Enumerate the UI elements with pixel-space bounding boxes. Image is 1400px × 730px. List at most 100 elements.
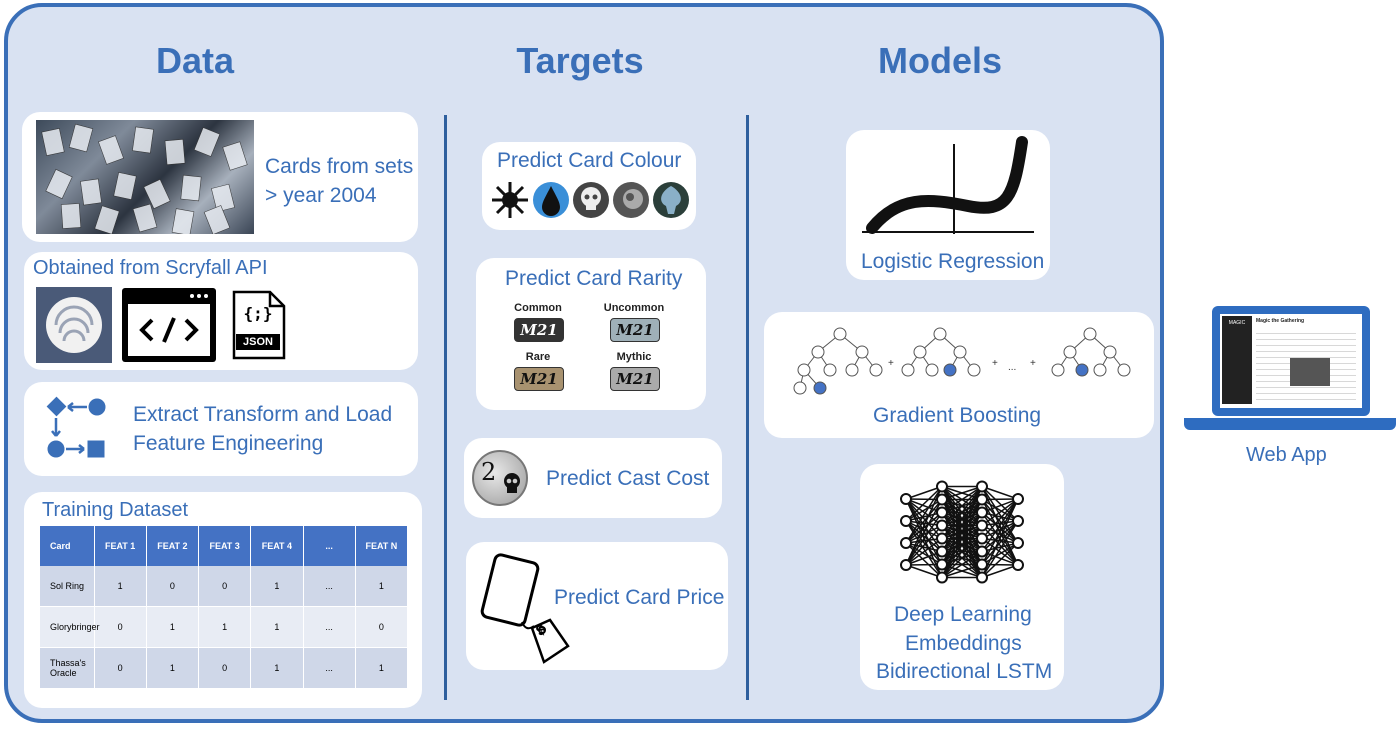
nn-edge xyxy=(905,499,943,544)
scryfall-logo xyxy=(36,287,112,363)
deep-learning-label-line2: Embeddings xyxy=(905,632,1022,655)
web-app-label: Web App xyxy=(1246,444,1327,466)
scryfall-label: Obtained from Scryfall API xyxy=(33,257,268,279)
training-dataset-title: Training Dataset xyxy=(42,499,188,521)
nn-edge xyxy=(981,511,1019,522)
table-header-cell: FEAT N xyxy=(355,526,409,566)
table-cell: 0 xyxy=(355,606,409,648)
nn-edge xyxy=(905,511,943,522)
nn-node xyxy=(976,519,988,532)
rarity-uncommon-label: Uncommon xyxy=(603,302,665,314)
table-cell: 0 xyxy=(146,566,200,607)
nn-edge xyxy=(941,550,983,579)
nn-edge xyxy=(981,498,1019,565)
table-cell: 0 xyxy=(198,566,252,607)
table-row: Sol Ring 1 0 0 1 ... 1 xyxy=(40,566,409,607)
nn-node xyxy=(976,571,988,584)
plus-sign: + xyxy=(992,358,998,369)
nn-node xyxy=(1012,515,1024,527)
divider-left xyxy=(444,115,447,700)
table-cell: 1 xyxy=(94,566,147,607)
nn-edge xyxy=(905,524,943,566)
nn-edge xyxy=(981,485,1019,500)
nn-edge xyxy=(905,563,943,566)
nn-edge xyxy=(941,486,983,552)
nn-edge xyxy=(905,564,943,579)
nn-edge xyxy=(981,520,1019,540)
predict-colour-label: Predict Card Colour xyxy=(497,149,682,172)
nn-edge xyxy=(905,542,943,553)
table-cell: 1 xyxy=(250,647,304,689)
nn-node xyxy=(936,480,948,493)
nn-edge xyxy=(941,486,983,565)
cards-label-line2: > year 2004 xyxy=(265,184,377,207)
nn-edge xyxy=(981,542,1019,579)
training-dataset-table: Card FEAT 1 FEAT 2 FEAT 3 FEAT 4 ... FEA… xyxy=(40,526,409,689)
decision-trees: + + ... + xyxy=(793,327,1131,395)
table-header-cell: FEAT 1 xyxy=(94,526,147,566)
table-cell: Sol Ring xyxy=(40,566,95,607)
laptop-icon: MAGIC Magic the Gathering xyxy=(1184,304,1396,438)
code-window-drawing xyxy=(128,294,210,356)
nn-edge xyxy=(981,542,1019,566)
nn-edge xyxy=(981,498,1019,522)
etl-card: Extract Transform and Load Feature Engin… xyxy=(24,382,418,476)
table-cell: 1 xyxy=(250,606,304,648)
nn-edge xyxy=(905,537,943,544)
nn-edge xyxy=(981,564,1019,579)
nn-edge xyxy=(981,511,1019,544)
rarity-mythic-symbol: M21 xyxy=(610,367,660,391)
tree-3 xyxy=(1051,327,1131,377)
nn-edge xyxy=(981,524,1019,544)
nn-edge xyxy=(905,520,943,553)
skull-icon xyxy=(504,473,520,493)
nn-node xyxy=(1012,559,1024,571)
nn-edge xyxy=(941,485,983,514)
nn-node xyxy=(900,515,912,527)
gradient-boosting-card: + + ... + Gradient Boosting xyxy=(764,312,1154,438)
price-tag-icon xyxy=(480,553,570,664)
rarity-uncommon-symbol: M21 xyxy=(610,318,660,342)
scryfall-card: Obtained from Scryfall API {;} JSON xyxy=(24,252,418,370)
predict-cast-cost-label: Predict Cast Cost xyxy=(546,467,710,490)
predict-rarity-label: Predict Card Rarity xyxy=(505,267,683,290)
table-cell: 1 xyxy=(250,566,304,607)
table-cell: 1 xyxy=(355,566,409,607)
nn-edge xyxy=(905,542,943,579)
table-header-row: Card FEAT 1 FEAT 2 FEAT 3 FEAT 4 ... FEA… xyxy=(40,526,409,566)
nn-node xyxy=(976,532,988,545)
logistic-regression-label: Logistic Regression xyxy=(861,250,1045,273)
nn-node xyxy=(1012,493,1024,505)
deep-learning-card: Deep Learning Embeddings Bidirectional L… xyxy=(860,464,1064,690)
table-cell: Thassa's Oracle xyxy=(40,647,95,689)
white-mana-icon xyxy=(492,182,528,218)
nn-edge xyxy=(981,520,1019,527)
nn-edge xyxy=(941,486,983,578)
table-cell: 1 xyxy=(146,606,200,648)
nn-edge xyxy=(981,485,1019,522)
table-cell: 1 xyxy=(355,647,409,689)
rarity-rare-symbol: M21 xyxy=(514,367,564,391)
nn-edge xyxy=(905,550,943,566)
nn-edge xyxy=(905,486,943,566)
nn-edge xyxy=(981,486,1019,544)
nn-node xyxy=(976,558,988,571)
nn-edge xyxy=(905,520,943,565)
nn-edge xyxy=(905,520,943,578)
nn-edge xyxy=(941,485,983,501)
nn-node xyxy=(936,558,948,571)
nn-node xyxy=(936,506,948,519)
nn-node xyxy=(936,545,948,558)
predict-colour-card: Predict Card Colour xyxy=(482,142,696,230)
nn-edge xyxy=(941,486,983,539)
mana-symbols xyxy=(492,182,689,218)
predict-price-label: Predict Card Price xyxy=(554,586,725,609)
nn-edge xyxy=(905,520,943,540)
table-header-cell: FEAT 2 xyxy=(146,526,200,566)
nn-edge xyxy=(981,498,1019,527)
laptop-display: MAGIC Magic the Gathering xyxy=(1220,314,1362,408)
scryfall-logo-drawing xyxy=(46,297,102,353)
nn-node xyxy=(900,559,912,571)
plus-sign: + xyxy=(1030,358,1036,369)
gradient-boosting-label: Gradient Boosting xyxy=(873,404,1042,427)
